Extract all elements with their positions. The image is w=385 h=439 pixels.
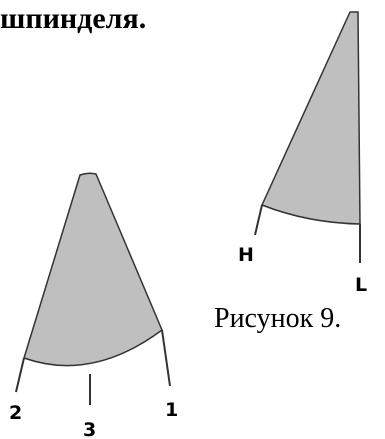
heading-fragment: шпинделя.	[0, 2, 147, 35]
cone-left: 2 3 1	[9, 172, 178, 439]
figure-caption: Рисунок 9.	[214, 303, 342, 334]
cone-left-tick-2	[15, 357, 25, 393]
cone-right-label-h: H	[238, 244, 254, 266]
cone-left-body	[23, 172, 163, 367]
cone-left-label-3: 3	[83, 419, 96, 439]
cone-right-body	[261, 11, 361, 225]
cone-right: H L	[238, 11, 367, 296]
cone-right-tick-h	[254, 204, 263, 236]
cone-right-label-l: L	[355, 274, 367, 296]
cone-left-tick-1	[161, 329, 171, 387]
cone-left-label-1: 1	[165, 399, 178, 421]
cone-left-label-2: 2	[9, 402, 22, 424]
